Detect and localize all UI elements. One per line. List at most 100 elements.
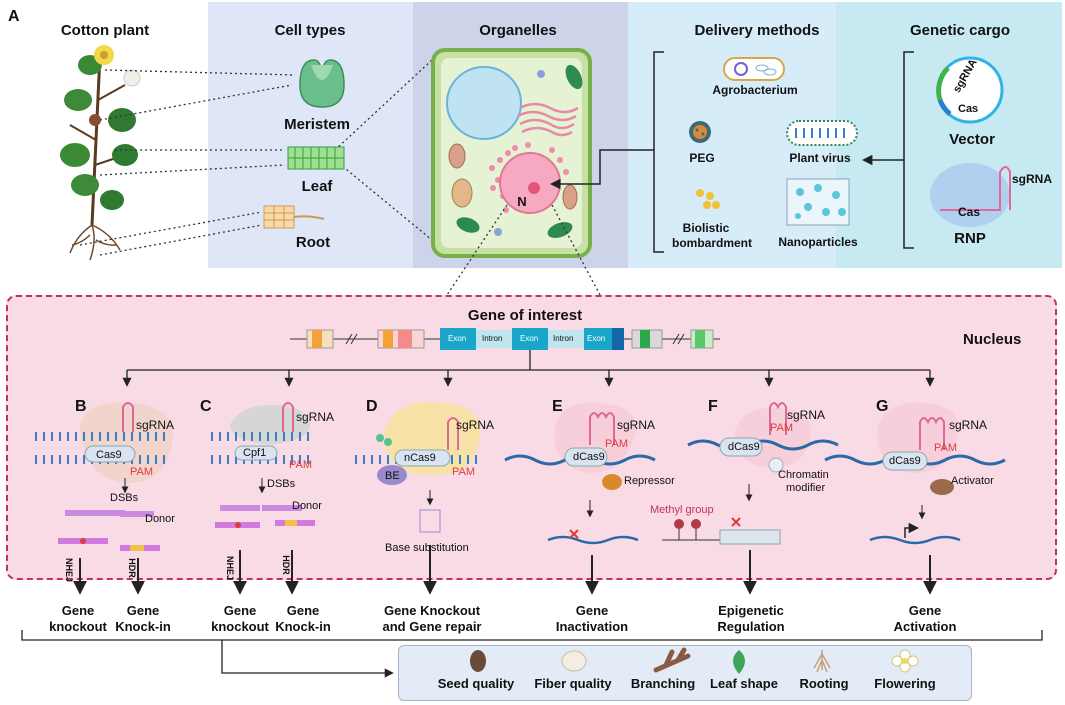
panel-c-out2b: Knock-in bbox=[275, 619, 331, 634]
traits-box bbox=[398, 645, 972, 701]
panel-e-sgrna: sgRNA bbox=[617, 418, 656, 432]
panel-g-outb: Activation bbox=[893, 619, 957, 634]
panel-d-graphic bbox=[352, 401, 482, 595]
panel-f-enzyme: dCas9 bbox=[728, 441, 760, 453]
meristem-label: Meristem bbox=[284, 116, 350, 133]
panel-b-sgrna: sgRNA bbox=[136, 418, 175, 432]
organelles-title: Organelles bbox=[479, 22, 557, 39]
leaf-label: Leaf bbox=[301, 178, 333, 195]
panel-g-enzyme: dCas9 bbox=[889, 455, 921, 467]
panel-b-out2b: Knock-in bbox=[115, 619, 171, 634]
plant-cell bbox=[431, 48, 592, 258]
exon-label-2: Exon bbox=[520, 334, 539, 343]
panel-e-outa: Gene bbox=[575, 603, 609, 618]
gene-structure bbox=[290, 328, 720, 350]
panel-g-sgrna: sgRNA bbox=[949, 418, 988, 432]
panel-d-be: BE bbox=[385, 470, 400, 482]
panel-g-outa: Gene bbox=[908, 603, 942, 618]
panel-f-outb: Regulation bbox=[717, 619, 785, 634]
panel-f-pam: PAM bbox=[770, 422, 794, 434]
panel-letter-b: B bbox=[75, 398, 87, 415]
vector-label: Vector bbox=[949, 131, 995, 148]
meristem-icon bbox=[299, 59, 345, 108]
trait-leaf-shape: Leaf shape bbox=[710, 676, 778, 691]
rnp-cas-label: Cas bbox=[958, 205, 981, 219]
cell-types-title: Cell types bbox=[274, 22, 346, 39]
distribution-tree bbox=[122, 350, 935, 387]
panel-f-effector1: Chromatin bbox=[778, 469, 829, 481]
cargo-bracket bbox=[861, 51, 914, 249]
panel-b-dsbs: DSBs bbox=[110, 492, 139, 504]
panel-e-effector: Repressor bbox=[624, 475, 675, 487]
root-label: Root bbox=[295, 234, 331, 251]
biolistic-label-1: Biolistic bbox=[682, 221, 730, 235]
trait-branching: Branching bbox=[630, 676, 696, 691]
panel-letter-d: D bbox=[366, 398, 378, 415]
panel-b-hdr: HDR bbox=[126, 558, 137, 578]
panel-d-sub: Base substitution bbox=[385, 542, 469, 554]
plant-virus-label: Plant virus bbox=[789, 151, 851, 165]
panel-g-graphic bbox=[824, 402, 1006, 595]
panel-c-enzyme: Cpf1 bbox=[243, 447, 267, 459]
panel-e-outb: Inactivation bbox=[555, 619, 629, 634]
cotton-plant-title: Cotton plant bbox=[60, 22, 150, 39]
rnp-label: RNP bbox=[954, 230, 986, 247]
panel-d-outa: Gene Knockout bbox=[383, 603, 481, 618]
plant-virus-icon bbox=[786, 120, 858, 146]
panel-c-out2a: Gene bbox=[286, 603, 320, 618]
trait-fiber-quality: Fiber quality bbox=[534, 676, 612, 691]
delivery-title: Delivery methods bbox=[694, 22, 820, 39]
panel-f-sgrna: sgRNA bbox=[787, 408, 826, 422]
panel-letter-e: E bbox=[552, 398, 563, 415]
panel-c-pam: PAM bbox=[289, 459, 313, 471]
panel-b-out1a: Gene bbox=[61, 603, 95, 618]
gene-of-interest-title: Gene of interest bbox=[467, 307, 583, 324]
nanoparticles-label: Nanoparticles bbox=[778, 235, 858, 249]
panel-c-nhej: NHEJ bbox=[225, 555, 236, 581]
panel-letter-f: F bbox=[708, 398, 718, 415]
leaf-tissue-icon bbox=[287, 146, 345, 170]
exon-label-3: Exon bbox=[587, 334, 606, 343]
agrobacterium-label: Agrobacterium bbox=[712, 83, 798, 97]
panel-b-out2a: Gene bbox=[126, 603, 160, 618]
panel-f-effector2: modifier bbox=[786, 482, 826, 494]
panel-c-dsbs: DSBs bbox=[267, 478, 296, 490]
peg-icon bbox=[689, 121, 711, 143]
biolistic-label-2: bombardment bbox=[671, 236, 753, 250]
cargo-panel bbox=[836, 2, 1062, 268]
trait-seed-quality: Seed quality bbox=[437, 676, 515, 691]
panel-d-enzyme: nCas9 bbox=[404, 452, 436, 464]
vector-plasmid-icon bbox=[936, 56, 1004, 124]
panel-letter-g: G bbox=[876, 398, 889, 415]
plant-to-cell-connectors bbox=[79, 59, 433, 256]
rnp-sgrna-label: sgRNA bbox=[1012, 172, 1053, 186]
peg-label: PEG bbox=[689, 151, 715, 165]
panel-d-outb: and Gene repair bbox=[382, 619, 482, 634]
biolistic-icon bbox=[696, 189, 720, 209]
nucleus-letter: N bbox=[517, 194, 527, 209]
panel-e-graphic bbox=[504, 402, 656, 595]
panel-letter-c: C bbox=[200, 398, 212, 415]
panel-b-enzyme: Cas9 bbox=[96, 449, 122, 461]
intron-label-1: Intron bbox=[482, 334, 503, 343]
panel-c-hdr: HDR bbox=[280, 555, 291, 575]
nucleus-zoom-connectors bbox=[446, 204, 601, 296]
panel-b-pam: PAM bbox=[130, 466, 154, 478]
trait-icons bbox=[470, 647, 919, 674]
panel-c-out1b: knockout bbox=[211, 619, 269, 634]
panel-d-sgrna: sgRNA bbox=[456, 418, 495, 432]
nucleus-label: Nucleus bbox=[963, 331, 1022, 348]
panel-f-methyl: Methyl group bbox=[650, 504, 714, 516]
rnp-icon bbox=[930, 163, 1011, 227]
panel-c-donor: Donor bbox=[292, 500, 322, 512]
panel-c-sgrna: sgRNA bbox=[296, 410, 335, 424]
panel-b-donor: Donor bbox=[145, 513, 175, 525]
traits-bracket bbox=[21, 630, 1043, 678]
trait-rooting: Rooting bbox=[799, 676, 849, 691]
panel-c-graphic bbox=[205, 402, 315, 595]
delivery-bracket bbox=[549, 51, 664, 253]
cotton-plant-illustration bbox=[60, 45, 141, 261]
vector-cas-label: Cas bbox=[958, 103, 979, 115]
panel-g-effector: Activator bbox=[951, 475, 994, 487]
